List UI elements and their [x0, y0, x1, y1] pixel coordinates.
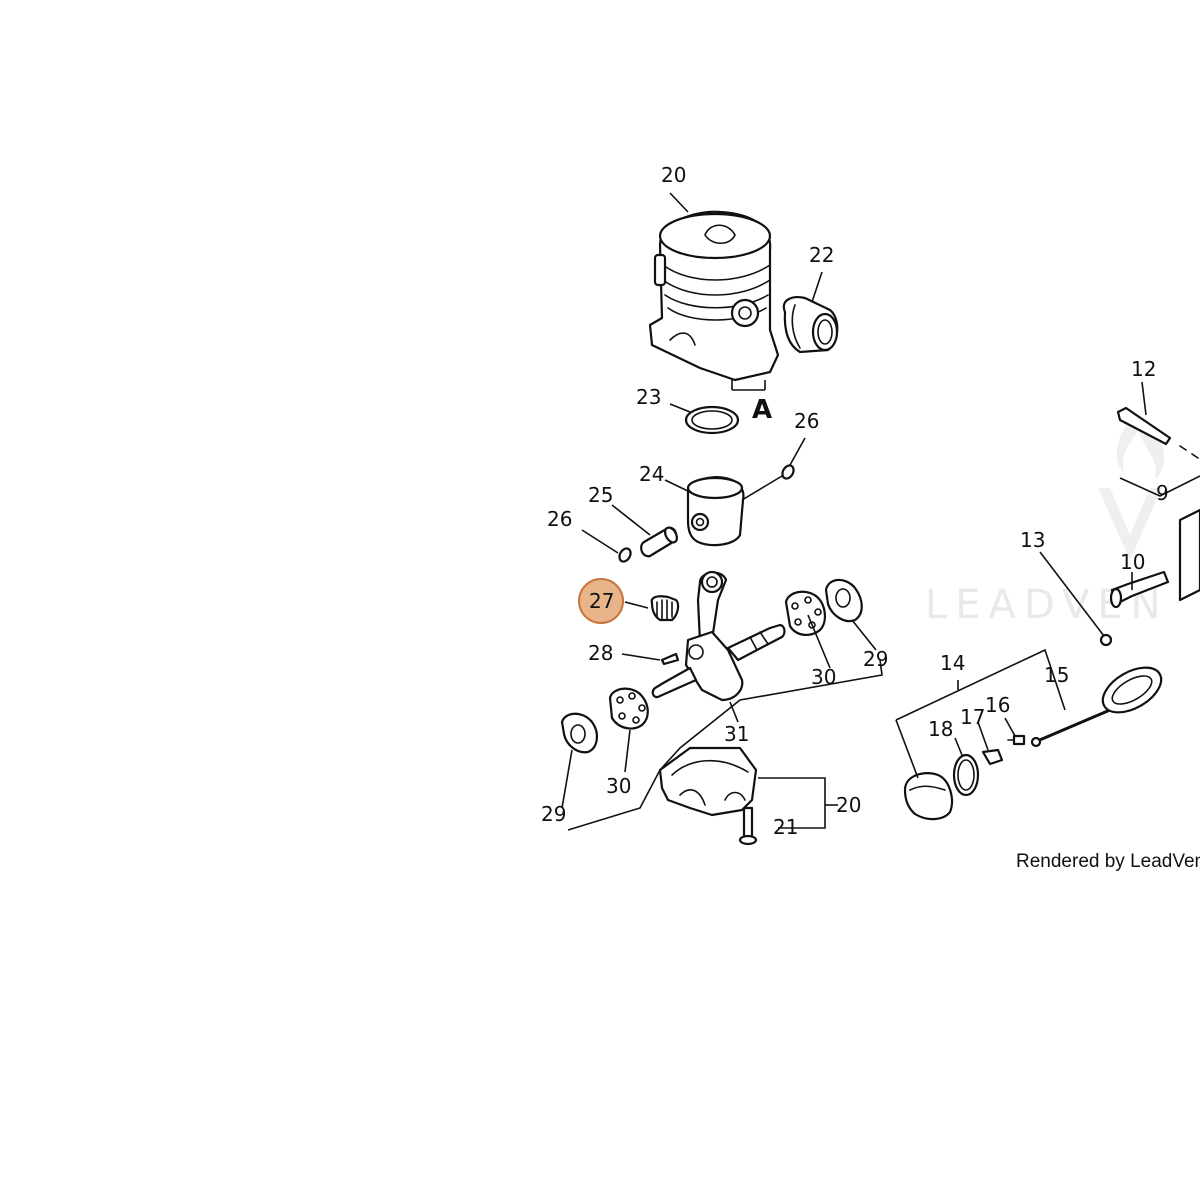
circlip-left-part[interactable]	[617, 546, 633, 563]
bracket-9-part[interactable]	[1178, 508, 1200, 602]
callout-26-left[interactable]: 26	[547, 507, 572, 531]
needle-bearing-part[interactable]	[650, 595, 680, 622]
seal-right-part[interactable]	[824, 578, 863, 623]
callout-17[interactable]: 17	[960, 705, 985, 729]
seal-left-part[interactable]	[560, 712, 598, 754]
callout-a[interactable]: A	[752, 395, 772, 425]
o-ring-part[interactable]	[952, 753, 980, 797]
woodruff-key-part[interactable]	[660, 652, 680, 666]
circlip-right-part[interactable]	[780, 463, 796, 480]
callout-30-left[interactable]: 30	[606, 774, 631, 798]
callout-25[interactable]: 25	[588, 483, 613, 507]
piston-pin-part[interactable]	[640, 526, 679, 558]
callout-30-right[interactable]: 30	[811, 665, 836, 689]
crankcase-bolt-part[interactable]	[738, 806, 758, 846]
callout-29-left[interactable]: 29	[541, 802, 566, 826]
intake-boot-part[interactable]	[782, 296, 839, 354]
render-credit: Rendered by LeadVentu	[1016, 851, 1200, 872]
callout-21[interactable]: 21	[773, 815, 798, 839]
callout-27[interactable]: 27	[589, 589, 614, 613]
callout-20-bottom[interactable]: 20	[836, 793, 861, 817]
bolt-12-part[interactable]	[1116, 406, 1199, 459]
bolt-10-part[interactable]	[1109, 570, 1170, 609]
callout-12[interactable]: 12	[1131, 357, 1156, 381]
callout-23[interactable]: 23	[636, 385, 661, 409]
leader-lines	[561, 192, 1200, 831]
main-bearing-left-part[interactable]	[608, 687, 649, 730]
callout-18[interactable]: 18	[928, 717, 953, 741]
callout-20-top[interactable]: 20	[661, 163, 686, 187]
callout-10[interactable]: 10	[1120, 550, 1145, 574]
callout-26-right[interactable]: 26	[794, 409, 819, 433]
callout-9[interactable]: 9	[1156, 481, 1169, 505]
callout-16[interactable]: 16	[985, 693, 1010, 717]
callout-29-right[interactable]: 29	[863, 647, 888, 671]
crankcase-part[interactable]	[658, 746, 758, 817]
callouts: 20 22 A 23 26 24 25 26 27 28 29 30 31 29…	[541, 163, 1169, 839]
crankshaft-part[interactable]	[651, 570, 786, 702]
callout-13[interactable]: 13	[1020, 528, 1045, 552]
screw-16-part[interactable]	[1007, 734, 1026, 746]
starter-pulley-part[interactable]	[903, 772, 954, 821]
callout-28[interactable]: 28	[588, 641, 613, 665]
main-bearing-right-part[interactable]	[784, 590, 826, 636]
pawl-part[interactable]	[981, 748, 1004, 766]
fastener-13-part[interactable]	[1099, 633, 1113, 647]
callout-24[interactable]: 24	[639, 462, 664, 486]
cylinder-part[interactable]	[648, 210, 780, 382]
highlight-circle[interactable]	[578, 578, 624, 624]
watermark-v-icon	[1098, 488, 1162, 560]
piston-part[interactable]	[686, 476, 745, 547]
callout-15[interactable]: 15	[1044, 663, 1069, 687]
callout-14[interactable]: 14	[940, 651, 965, 675]
callout-31[interactable]: 31	[724, 722, 749, 746]
starter-rope-handle-part[interactable]	[1030, 658, 1169, 748]
callout-22[interactable]: 22	[809, 243, 834, 267]
cylinder-gasket-part[interactable]	[684, 405, 740, 435]
